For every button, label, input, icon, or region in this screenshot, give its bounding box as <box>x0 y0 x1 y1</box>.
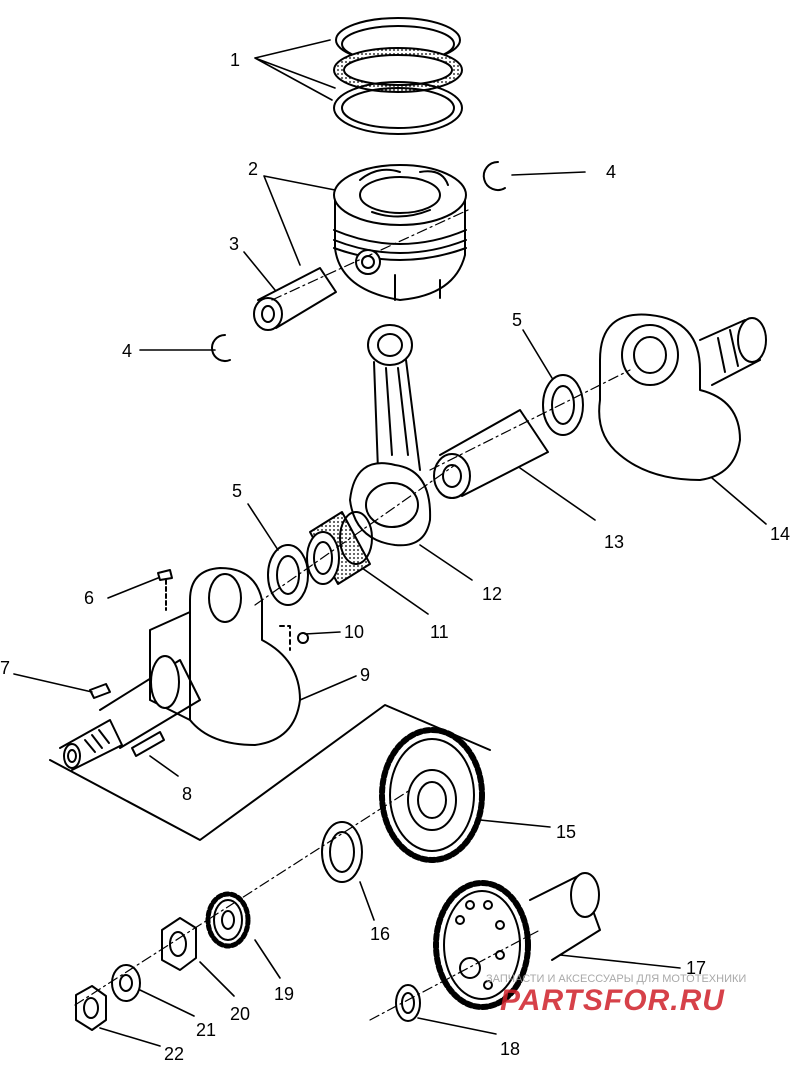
callout-1: 1 <box>230 50 240 70</box>
thrust-washer-left <box>267 544 309 606</box>
callout-12: 12 <box>482 584 502 604</box>
washer-balancer <box>395 984 421 1022</box>
callout-18: 18 <box>500 1039 520 1059</box>
wrist-pin <box>253 267 337 331</box>
plug-ball <box>297 632 309 644</box>
callout-6: 6 <box>84 588 94 608</box>
callout-20: 20 <box>230 1004 250 1024</box>
washer-small <box>111 964 141 1002</box>
callout-13: 13 <box>604 532 624 552</box>
castle-nut <box>161 917 197 971</box>
circlip-lower <box>211 334 231 362</box>
callout-4-top: 4 <box>606 162 616 182</box>
thrust-washer-right <box>542 374 584 436</box>
balancer-shaft-gear <box>433 872 601 1010</box>
callout-21: 21 <box>196 1020 216 1040</box>
callout-15: 15 <box>556 822 576 842</box>
callout-5-right: 5 <box>512 310 522 330</box>
crankshaft-right-half <box>598 313 767 481</box>
callout-2: 2 <box>248 159 258 179</box>
dowel-pin <box>131 731 165 757</box>
piston-rings <box>333 17 463 135</box>
callout-16: 16 <box>370 924 390 944</box>
circlip-upper <box>482 160 506 191</box>
callout-8: 8 <box>182 784 192 804</box>
gear-large <box>379 727 485 863</box>
assembly-axes <box>74 209 631 1021</box>
callout-19: 19 <box>274 984 294 1004</box>
callout-11: 11 <box>430 622 449 642</box>
crankshaft-left-half <box>59 567 301 771</box>
callout-10: 10 <box>344 622 364 642</box>
callout-22: 22 <box>164 1044 184 1063</box>
connecting-rod <box>349 324 432 547</box>
key <box>89 683 111 699</box>
watermark-brand: PARTSFOR.RU <box>500 984 725 1017</box>
leader-lines <box>13 39 767 1047</box>
woodruff-key <box>157 569 173 581</box>
callout-5-left: 5 <box>232 481 242 501</box>
gear-small <box>205 891 251 949</box>
callout-9: 9 <box>360 665 370 685</box>
callout-14: 14 <box>770 524 790 544</box>
callout-3: 3 <box>229 234 239 254</box>
callout-4-bottom: 4 <box>122 341 132 361</box>
callout-7: 7 <box>0 658 10 678</box>
piston <box>333 164 467 301</box>
callout-labels: 1 2 3 4 4 5 5 6 7 8 9 10 11 12 13 14 15 … <box>0 50 790 1064</box>
watermark-tagline: ЗАПЧАСТИ И АКСЕССУАРЫ ДЛЯ МОТОТЕХНИКИ <box>486 973 746 985</box>
watermark-logo: ЗАПЧАСТИ И АКСЕССУАРЫ ДЛЯ МОТОТЕХНИКИ PA… <box>486 973 746 1017</box>
callout-17: 17 <box>686 958 706 978</box>
hex-nut <box>75 985 107 1031</box>
crank-pin <box>433 409 549 499</box>
washer-gear <box>321 821 363 883</box>
